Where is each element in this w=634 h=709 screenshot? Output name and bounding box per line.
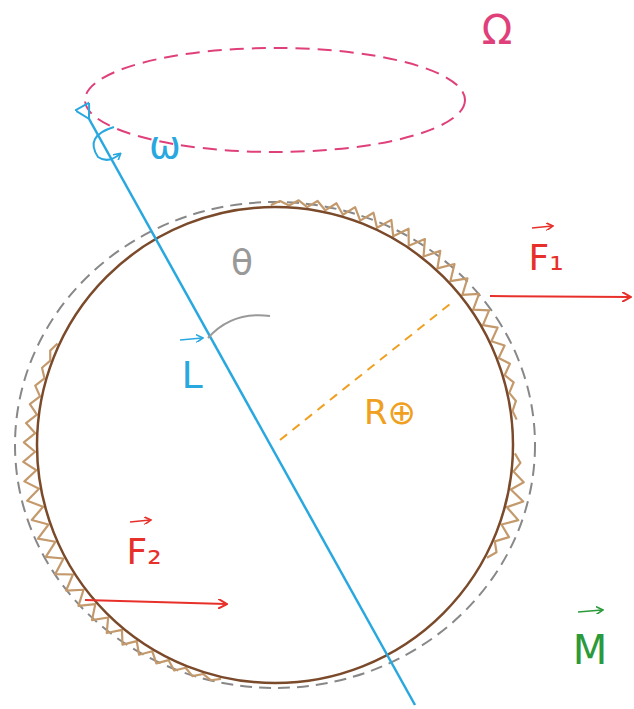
earth-radius: R⊕ (364, 395, 416, 429)
radius-line (280, 300, 455, 440)
precession-symbol: Ω (482, 10, 513, 50)
angle-arc (208, 315, 270, 338)
force-arrow (490, 296, 630, 297)
force-label: F₁ (528, 240, 563, 276)
force-arrow (85, 600, 226, 604)
angular-momentum: L (181, 356, 202, 394)
precession-path (85, 48, 465, 152)
spin-arrow (94, 127, 120, 160)
bulge-zigzag (271, 200, 517, 419)
bulge-zigzag (23, 344, 221, 681)
oblate-outline (15, 202, 535, 688)
force-label: F₂ (126, 534, 161, 570)
vector-mark (578, 610, 602, 612)
spin-symbol: ω (149, 126, 181, 164)
tilt-angle: θ (231, 245, 253, 281)
vector-mark (180, 338, 202, 340)
vector-mark (130, 520, 150, 522)
vector-mark (532, 226, 552, 228)
torque-label: M (573, 630, 608, 670)
earth-circle (37, 207, 513, 683)
